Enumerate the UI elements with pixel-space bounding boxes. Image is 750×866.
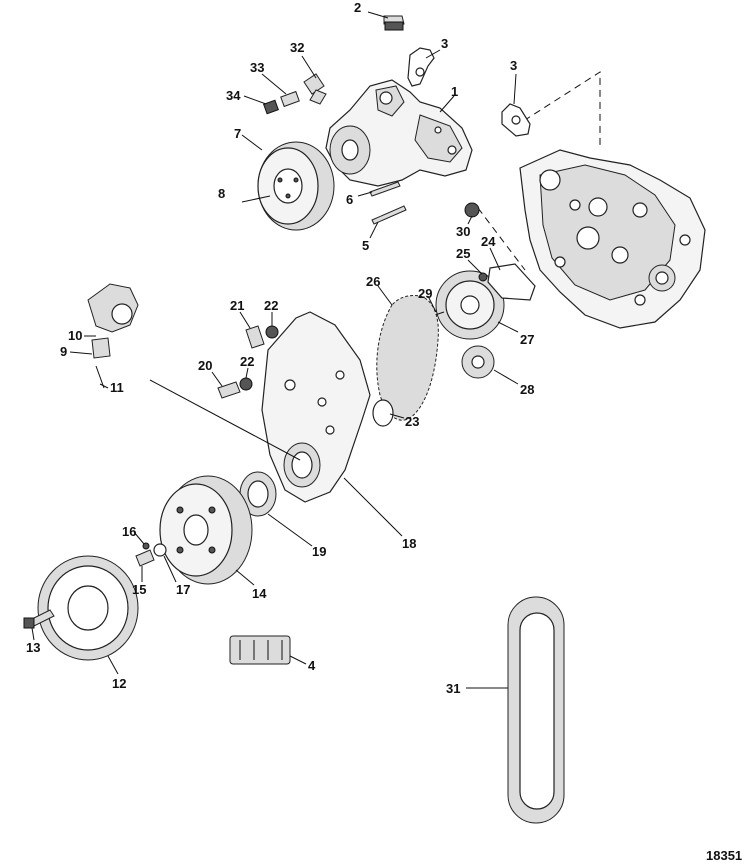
callout-18: 18 [402,536,416,551]
cover-bolt-upper [245,325,265,349]
alignment-line [513,71,601,146]
hose-fitting [303,73,327,105]
callout-14: 14 [252,586,267,601]
callout-8: 8 [218,186,225,201]
callout-10: 10 [68,328,82,343]
callout-30: 30 [456,224,470,239]
alignment-line-2 [477,207,526,271]
pump-bolt-short [369,181,401,197]
thrust-plate [487,263,536,301]
callout-31: 31 [446,681,460,696]
fitting-adapter [280,90,300,108]
callout-5: 5 [362,238,369,253]
callout-6: 6 [346,192,353,207]
bolt-kit [229,635,291,665]
callout-12: 12 [112,676,126,691]
callout-7: 7 [234,126,241,141]
cover-washer-lower [239,377,253,391]
pulley-bolt [241,195,271,203]
fitting-plug [263,99,279,115]
water-pump [325,79,473,187]
crankshaft-sprocket [461,345,495,379]
callout-9: 9 [60,344,67,359]
callout-11: 11 [110,380,124,395]
callout-20: 20 [198,358,212,373]
timing-chain [376,295,439,421]
callout-3-right: 3 [510,58,517,73]
callout-34: 34 [226,88,241,103]
front-cover-seal [239,471,277,517]
callout-26: 26 [366,274,380,289]
pump-bolt-long [371,205,407,225]
callout-23: 23 [405,414,419,429]
water-pump-pulley [257,141,335,231]
crankshaft-pulley [37,555,139,661]
callout-27: 27 [520,332,534,347]
callout-17: 17 [176,582,190,597]
callout-32: 32 [290,40,304,55]
callout-19: 19 [312,544,326,559]
callout-15: 15 [132,582,146,597]
balancer-bolt-head [142,542,150,550]
pipe-plug [383,15,405,31]
guide-line [149,379,301,461]
balancer-bolt [135,549,155,567]
balancer-washer [153,543,167,557]
camshaft-sprocket [435,270,505,340]
callout-33: 33 [250,60,264,75]
callout-3-upper: 3 [441,36,448,51]
callout-1: 1 [451,84,458,99]
callout-25: 25 [456,246,470,261]
callout-28: 28 [520,382,534,397]
stud-nut [464,202,480,218]
callout-22-upper: 22 [264,298,278,313]
callout-labels: 2 3 3 32 33 34 1 7 8 6 5 30 24 25 26 29 … [26,0,534,696]
leader-lines [31,11,519,689]
belt-tensioner [87,283,139,389]
callout-13: 13 [26,640,40,655]
callout-29: 29 [418,286,432,301]
cover-bolt-lower [217,381,241,399]
callout-21: 21 [230,298,244,313]
cover-washer-upper [265,325,279,339]
harmonic-balancer [159,475,253,585]
callout-4: 4 [308,658,316,673]
gasket-upper [407,47,435,87]
callout-2: 2 [354,0,361,15]
oil-slinger [372,399,394,427]
figure-id: 18351 [706,848,742,863]
serpentine-belt [507,596,565,824]
sprocket-dowel [478,272,488,282]
engine-block [519,149,706,329]
callout-16: 16 [122,524,136,539]
timing-cover [261,311,371,503]
callout-22-lower: 22 [240,354,254,369]
callout-24: 24 [481,234,496,249]
